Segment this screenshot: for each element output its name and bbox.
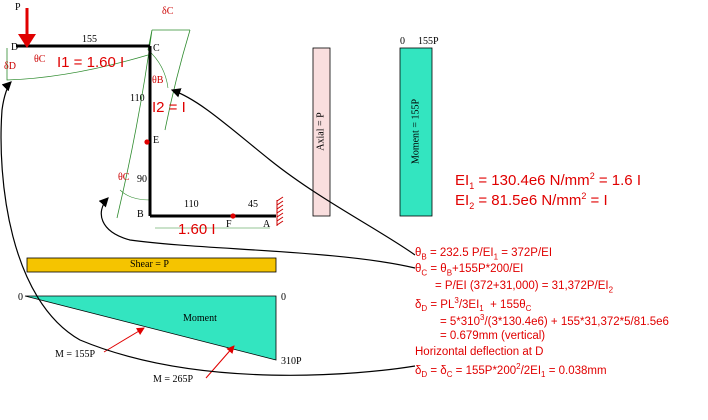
m265-label: M = 265P [153,374,194,385]
moment-bar-zero: 0 [400,36,405,47]
moment-bar [399,47,433,217]
moment-end-value: 310P [281,356,302,367]
shear-label: Shear = P [130,259,169,270]
shear-bar [26,257,277,273]
angle-90: 90 [137,174,147,185]
load-arrow [18,8,36,48]
moment-zero-right: 0 [281,292,286,303]
eq-horizontal-delta: δD = δC = 155P*2002/2EI1 = 0.038mm [415,362,607,380]
node-f-label: F [226,219,232,230]
axial-bar [312,47,331,217]
node-a-label: A [263,219,271,230]
axial-label: Axial = P [315,112,327,151]
theta-b-label: θB [152,75,164,86]
eq-theta-b: θB = 232.5 P/EI1 = 372P/EI [415,247,553,262]
node-c-label: C [153,43,160,54]
length-fa: 45 [248,199,258,210]
delta-d-label: δD [4,61,16,72]
i2-label: I2 = I [152,99,186,116]
theta-c-top-label: θC [34,54,46,65]
eq-theta-c: θC = θB+155P*200/EI [415,263,524,278]
load-label: P [15,2,21,13]
leader-delta-d [0,81,416,376]
length-vertical: 110 [130,93,145,104]
m265-arrow [205,345,235,379]
eq-delta-d-2: = 5*3103/(3*130.4e6) + 155*31,372*5/81.5… [440,313,669,328]
theta-c-left-label: θC [118,172,130,183]
eq-horizontal-heading: Horizontal deflection at D [415,346,544,358]
moment-triangle [24,295,277,361]
moment-bar-label: Moment = 155P [410,98,422,165]
leader-theta-b [170,88,416,256]
point-e [144,139,150,145]
node-b-label: B [137,209,144,220]
moment-zero-left: 0 [18,292,23,303]
i1-label: I1 = 1.60 I [57,54,125,71]
bottom-i-label: 1.60 I [178,221,216,238]
deflected-shape-beam [6,48,149,81]
moment-bar-top: 155P [418,36,439,47]
eq-theta-c-2: = P/EI (372+31,000) = 31,372P/EI2 [435,280,614,295]
moment-label: Moment [183,313,217,324]
m155-label: M = 155P [55,349,96,360]
delta-c-label: δC [162,6,174,17]
ei2-text: EI2 = 81.5e6 N/mm2 = I [455,191,608,211]
length-dc: 155 [82,34,97,45]
node-d-label: D [11,42,19,53]
ei1-text: EI1 = 130.4e6 N/mm2 = 1.6 I [455,171,641,191]
leader-theta-c [98,197,416,269]
eq-delta-d-3: = 0.679mm (vertical) [440,330,546,342]
node-e-label: E [153,135,160,146]
length-bf: 110 [184,199,199,210]
fixed-support-a [276,196,284,226]
eq-delta-d: δD = PL3/3EI1 + 155θC [415,296,532,314]
m155-arrow [103,327,145,353]
point-f [230,213,236,219]
